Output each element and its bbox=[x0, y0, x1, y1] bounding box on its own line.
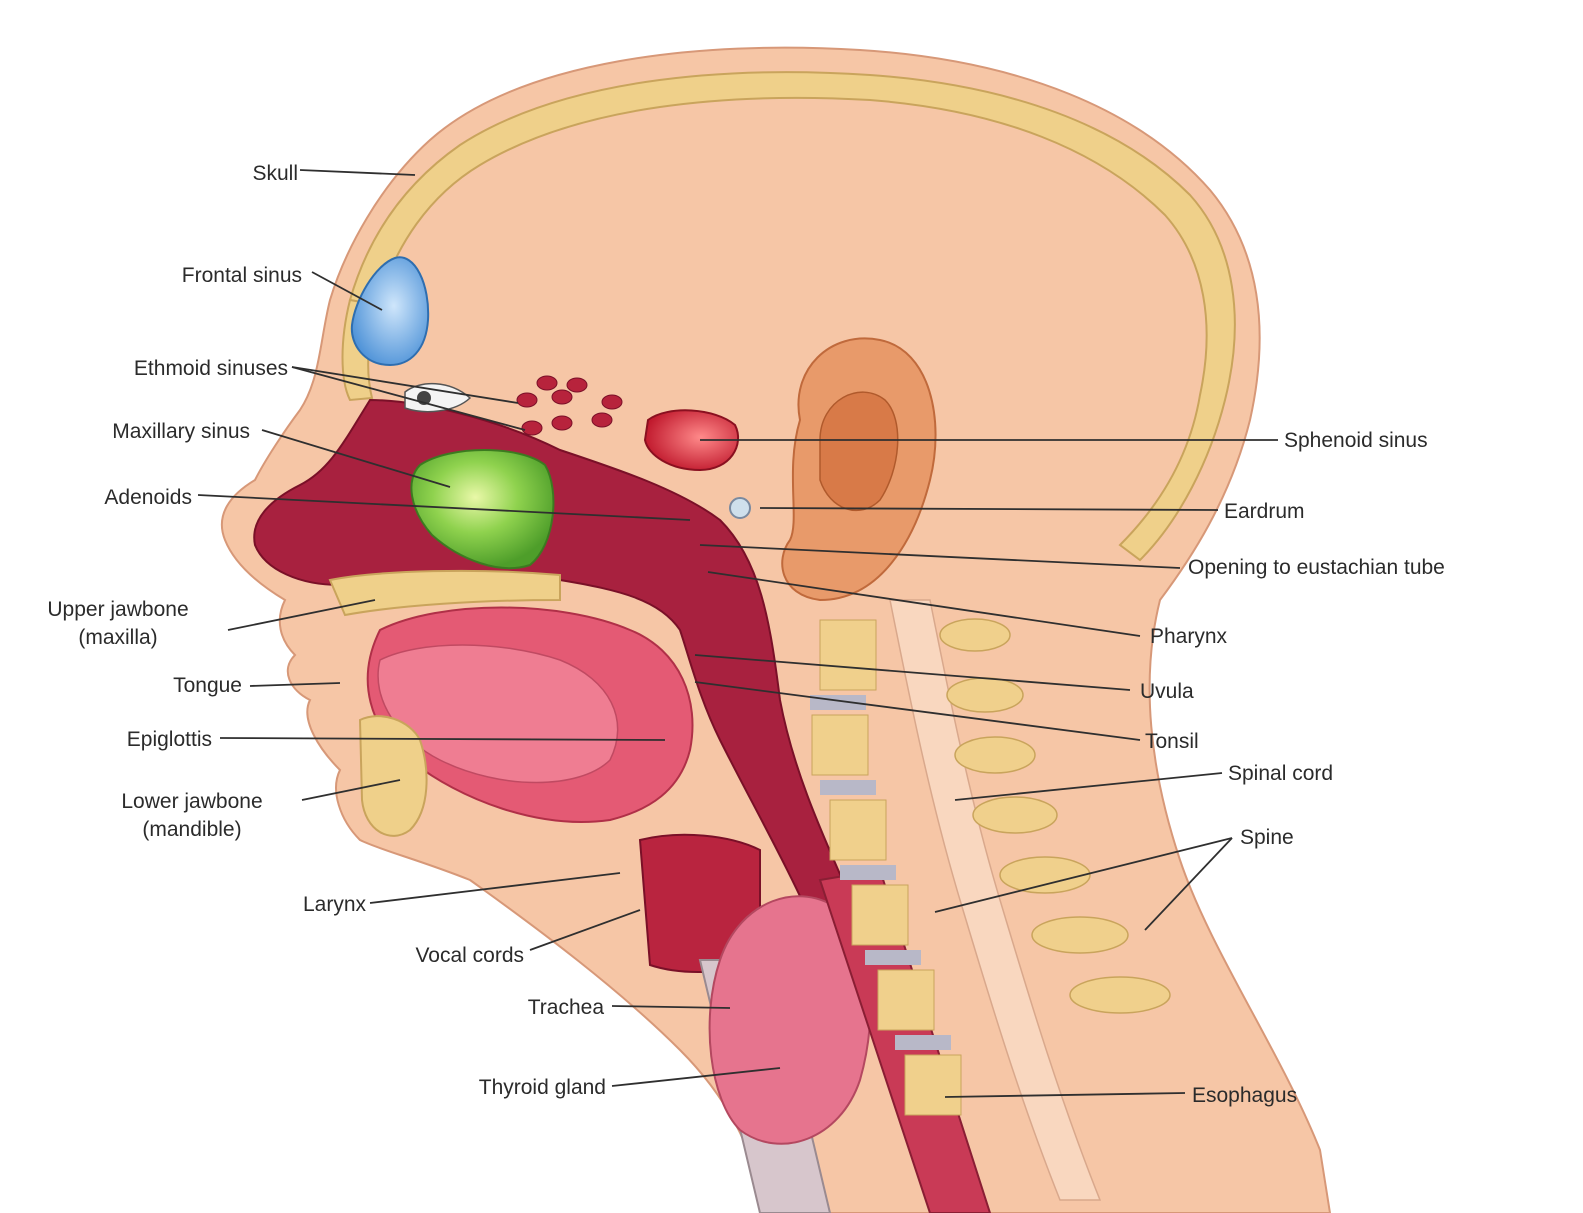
label-ethmoid-sinuses: Ethmoid sinuses bbox=[134, 357, 288, 380]
label-frontal-sinus: Frontal sinus bbox=[182, 264, 302, 287]
eardrum bbox=[730, 498, 750, 518]
label-upper-jawbone-sub: (maxilla) bbox=[78, 626, 157, 649]
label-larynx: Larynx bbox=[303, 893, 367, 916]
label-upper-jawbone: Upper jawbone bbox=[47, 598, 188, 621]
label-thyroid-gland: Thyroid gland bbox=[479, 1076, 606, 1099]
label-pharynx: Pharynx bbox=[1150, 625, 1228, 648]
label-sphenoid-sinus: Sphenoid sinus bbox=[1284, 429, 1428, 452]
label-skull: Skull bbox=[252, 162, 298, 185]
lower-jaw-bone bbox=[360, 716, 427, 836]
label-vocal-cords: Vocal cords bbox=[415, 944, 524, 967]
label-eustachian-opening: Opening to eustachian tube bbox=[1188, 556, 1445, 579]
label-eardrum: Eardrum bbox=[1224, 500, 1305, 523]
label-tonsil: Tonsil bbox=[1145, 730, 1199, 753]
label-adenoids: Adenoids bbox=[104, 486, 192, 509]
label-epiglottis: Epiglottis bbox=[127, 728, 212, 751]
label-esophagus: Esophagus bbox=[1192, 1084, 1297, 1107]
label-spine: Spine bbox=[1240, 826, 1294, 849]
label-maxillary-sinus: Maxillary sinus bbox=[112, 420, 250, 443]
label-trachea: Trachea bbox=[528, 996, 605, 1019]
label-lower-jawbone: Lower jawbone bbox=[121, 790, 262, 813]
label-spinal-cord: Spinal cord bbox=[1228, 762, 1333, 785]
label-lower-jawbone-sub: (mandible) bbox=[142, 818, 241, 841]
label-tongue: Tongue bbox=[173, 674, 242, 697]
label-uvula: Uvula bbox=[1140, 680, 1194, 703]
